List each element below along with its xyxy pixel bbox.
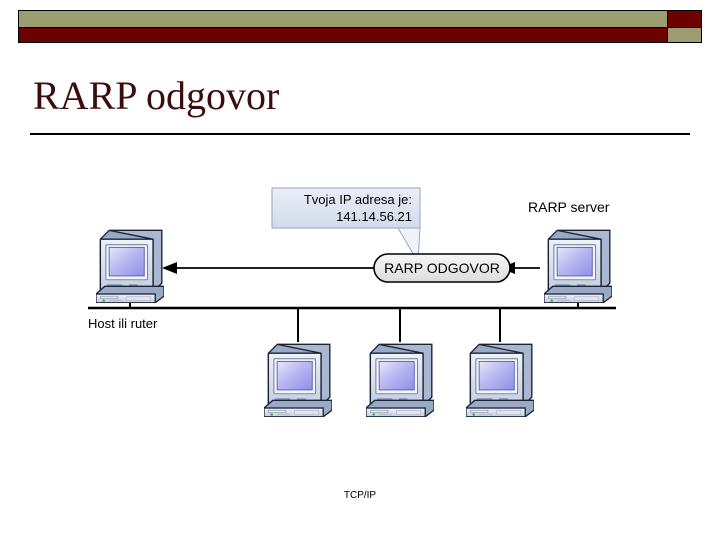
client-computer-2 — [366, 343, 434, 417]
client-computer-3 — [466, 343, 534, 417]
title-divider — [30, 133, 690, 135]
server-label: RARP server — [528, 199, 610, 215]
header-decoration-bar — [18, 10, 702, 43]
rarp-message-box: RARP ODGOVOR — [373, 253, 511, 283]
header-bottom-band — [18, 28, 668, 43]
rarp-server-computer — [544, 229, 612, 303]
page-title: RARP odgovor — [33, 73, 280, 118]
arrow-head-to-host — [162, 262, 177, 274]
header-accent-square-khaki — [668, 28, 702, 43]
footer-label: TCP/IP — [343, 490, 377, 501]
rarp-network-diagram: Tvoja IP adresa je: 141.14.56.21 RARP OD… — [0, 150, 720, 450]
callout-bubble: Tvoja IP adresa je: 141.14.56.21 — [271, 187, 421, 229]
host-computer — [96, 229, 164, 303]
host-label: Host ili ruter — [88, 316, 158, 331]
client-computer-1 — [264, 343, 332, 417]
callout-line-2: 141.14.56.21 — [336, 209, 412, 224]
rarp-message-label: RARP ODGOVOR — [384, 260, 500, 276]
callout-line-1: Tvoja IP adresa je: — [304, 192, 412, 207]
header-top-band — [18, 10, 668, 28]
header-accent-square-maroon — [668, 10, 702, 28]
